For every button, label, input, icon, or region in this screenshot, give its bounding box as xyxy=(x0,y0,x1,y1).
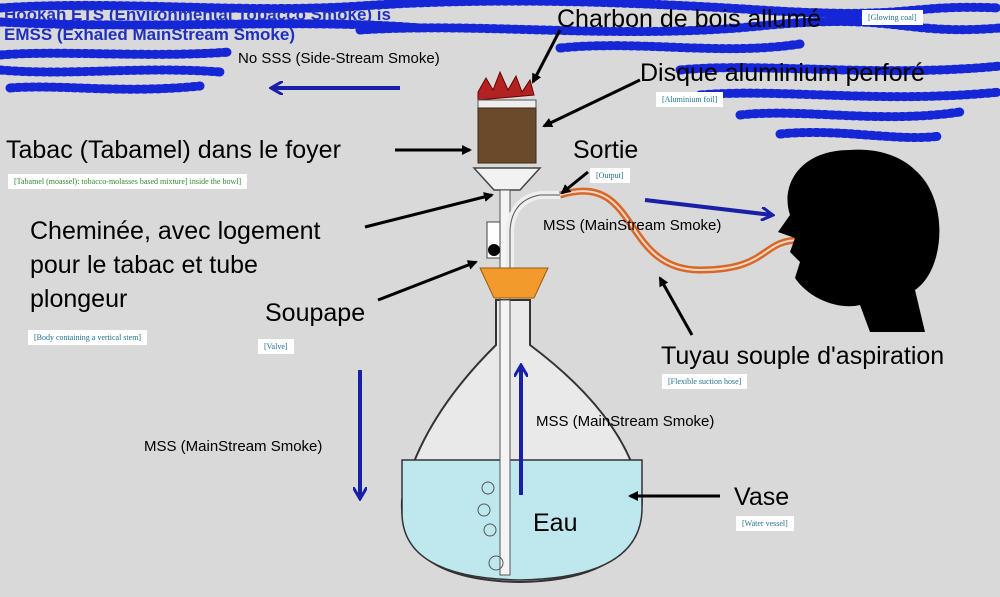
mss-center-label: MSS (MainStream Smoke) xyxy=(536,413,715,430)
smoke-flow-arrows xyxy=(272,88,772,498)
ets-title-line1: Hookah ETS (Environmental Tobacco Smoke)… xyxy=(4,5,391,24)
pointer-arrows xyxy=(364,29,720,501)
valve-ball xyxy=(488,244,500,256)
vase-label: Vase xyxy=(734,483,790,511)
valve-label: Soupape xyxy=(265,299,366,327)
hose-label: Tuyau souple d'aspiration xyxy=(661,342,945,370)
tobacco-note: [Tabamel (moassel): tobacco-molasses bas… xyxy=(8,174,248,189)
bowl-assembly xyxy=(472,70,542,191)
chimney-label-line2: pour le tabac et tube xyxy=(30,251,258,279)
valve-note: [Valve] xyxy=(258,339,294,354)
chimney-label-line3: plongeur xyxy=(30,285,128,313)
vase-note: [Water vessel] xyxy=(736,516,794,531)
ets-title-line2: EMSS (Exhaled MainStream Smoke) xyxy=(4,25,295,44)
no-sss-label: No SSS (Side-Stream Smoke) xyxy=(238,50,440,67)
foil-disc xyxy=(477,99,537,109)
foil-note: [Aluminium foil] xyxy=(656,92,724,107)
funnel-grommet xyxy=(479,267,549,299)
output-note: [Output] xyxy=(590,168,630,183)
mss-left-label: MSS (MainStream Smoke) xyxy=(144,438,323,455)
charcoal-note: [Glowing coal] xyxy=(862,10,923,25)
mss-hose-label: MSS (MainStream Smoke) xyxy=(543,217,722,234)
tobacco-label: Tabac (Tabamel) dans le foyer xyxy=(6,136,341,164)
foil-label: Disque aluminium perforé xyxy=(640,59,925,87)
smoker-head-silhouette xyxy=(778,149,940,332)
flame-icon xyxy=(477,70,535,101)
hose-note: [Flexible suction hose] xyxy=(662,374,748,389)
water-label: Eau xyxy=(533,509,578,537)
output-label: Sortie xyxy=(573,136,639,164)
chimney-note: [Body containing a vertical stem] xyxy=(28,330,148,345)
chimney-label-line1: Cheminée, avec logement xyxy=(30,217,321,245)
charcoal-label: Charbon de bois allumé xyxy=(557,5,822,33)
tobacco-bowl xyxy=(477,107,537,164)
water-fill xyxy=(401,459,643,581)
bubbles xyxy=(477,481,504,571)
